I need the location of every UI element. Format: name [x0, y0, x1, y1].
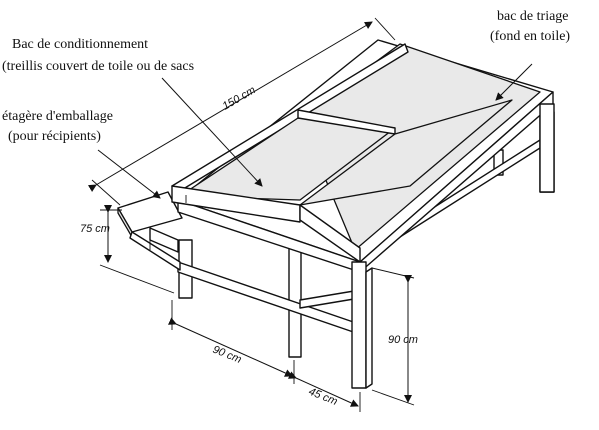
dimension-shelf-height-label: 75 cm: [80, 223, 110, 235]
dimension-width: 90 cm: [167, 300, 295, 384]
packing-shelf: [117, 191, 183, 271]
sorting-label-line2: (fond en toile): [490, 29, 570, 44]
conditioning-label-line2: (treillis couvert de toile ou de sacs: [2, 59, 194, 74]
dimension-shelf-height: 75 cm: [80, 205, 175, 294]
sorting-leader: [495, 63, 533, 101]
packing-label-line1: étagère d'emballage: [2, 109, 113, 124]
dimension-table-height: 90 cm: [371, 267, 418, 406]
dimension-shelf-depth: 45 cm: [287, 371, 361, 412]
conditioning-label-line1: Bac de conditionnement: [12, 37, 148, 52]
packing-label-line2: (pour récipients): [8, 129, 101, 144]
conditioning-leader: [161, 77, 263, 187]
dimension-table-height-label: 90 cm: [388, 334, 418, 346]
sorting-label-line1: bac de triage: [497, 9, 569, 24]
front-legs: [351, 103, 555, 389]
dimension-length-label: 150 cm: [221, 84, 258, 112]
dimension-shelf-depth-label: 45 cm: [307, 386, 339, 408]
packing-leader: [97, 149, 161, 199]
